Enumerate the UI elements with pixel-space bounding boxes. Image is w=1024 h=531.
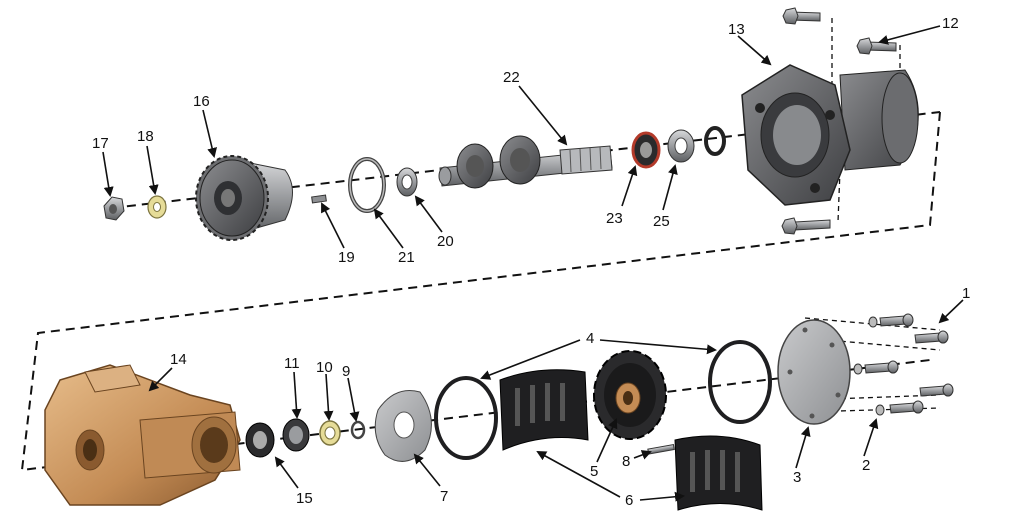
cam-lower-part <box>674 435 763 511</box>
label-20: 20 <box>437 233 454 250</box>
label-15: 15 <box>296 490 313 507</box>
label-10: 10 <box>316 359 333 376</box>
seal-ring-part <box>282 418 310 452</box>
cover-plate-part <box>777 319 851 425</box>
label-16: 16 <box>193 93 210 110</box>
pump-housing-part <box>44 364 241 506</box>
hex-nut-part <box>103 196 125 221</box>
label-3: 3 <box>793 469 801 486</box>
label-1: 1 <box>962 285 970 302</box>
label-18: 18 <box>137 128 154 145</box>
label-11: 11 <box>284 355 300 372</box>
cam-upper-part <box>499 369 589 451</box>
flat-washer-part <box>667 129 695 163</box>
label-19: 19 <box>338 249 355 266</box>
label-17: 17 <box>92 135 109 152</box>
impeller-part <box>593 350 667 440</box>
cover-screws-part <box>853 313 954 416</box>
key-part <box>311 194 327 204</box>
retaining-clip-part <box>350 420 366 440</box>
label-14: 14 <box>170 351 187 368</box>
label-22: 22 <box>503 69 520 86</box>
brass-washer-part <box>147 195 167 219</box>
part-labels: 17 18 16 19 21 20 22 23 25 13 12 1 2 3 4… <box>92 15 970 509</box>
label-25: 25 <box>653 213 670 230</box>
label-5: 5 <box>590 463 598 480</box>
leader-lines <box>102 25 964 502</box>
label-7: 7 <box>440 488 448 505</box>
label-4: 4 <box>586 330 594 347</box>
shaft-assembly-part <box>438 135 613 189</box>
oil-seal-part <box>631 131 661 169</box>
bracket-bolts <box>781 7 897 235</box>
mounting-bracket-part <box>741 64 919 206</box>
label-8: 8 <box>622 453 630 470</box>
o-ring-right-part <box>708 340 772 424</box>
wear-plate-part <box>374 390 432 462</box>
o-ring-left-part <box>434 376 498 460</box>
label-13: 13 <box>728 21 745 38</box>
label-21: 21 <box>398 249 415 266</box>
label-2: 2 <box>862 457 870 474</box>
bearing-ring-part <box>396 167 418 197</box>
label-23: 23 <box>606 210 623 227</box>
label-9: 9 <box>342 363 350 380</box>
o-ring-small-part <box>704 126 726 156</box>
shaft-seal-part <box>245 422 275 458</box>
snap-ring-part <box>348 157 386 213</box>
label-6: 6 <box>625 492 633 509</box>
drive-gear-part <box>195 155 293 241</box>
label-12: 12 <box>942 15 959 32</box>
yellow-washer-part <box>319 420 341 446</box>
drive-pin-part <box>647 444 675 455</box>
